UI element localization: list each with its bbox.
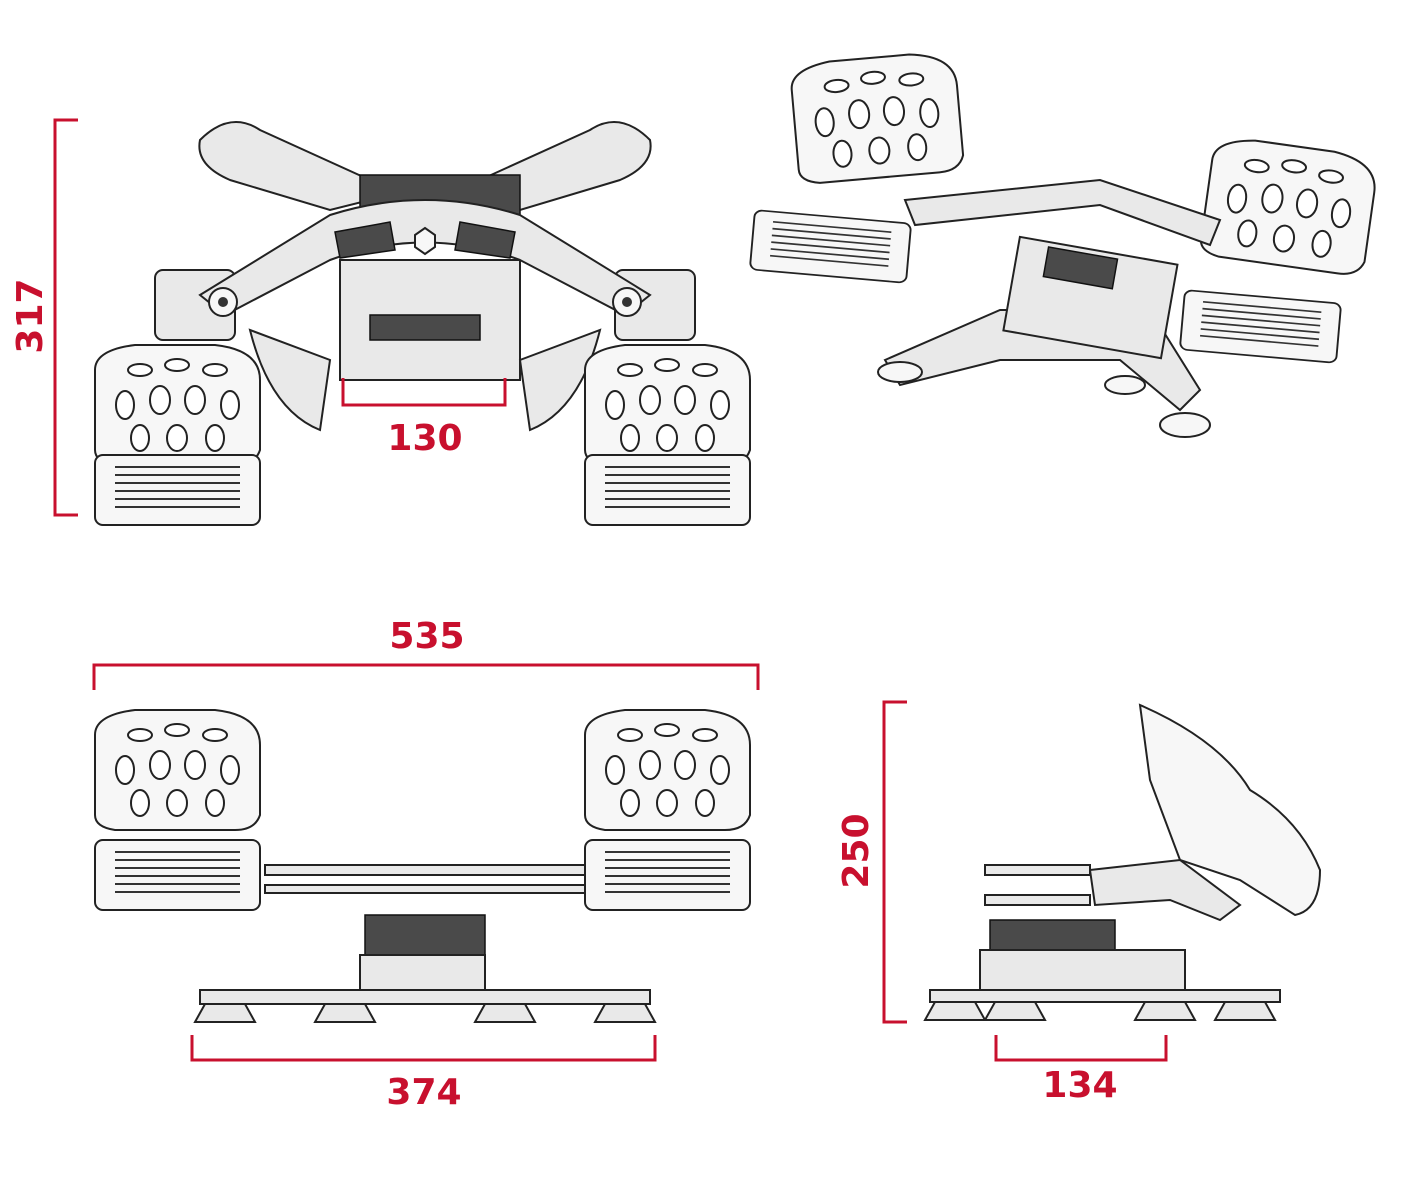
top-view-drawing [94, 121, 751, 526]
isometric-view-drawing [748, 49, 1381, 438]
dimension-label-130: 130 [387, 418, 462, 459]
dimension-line-374 [190, 1035, 657, 1062]
dimension-line-317 [53, 118, 78, 517]
dimension-line-130 [341, 378, 507, 407]
dimension-label-250: 250 [836, 813, 877, 888]
dimension-label-134: 134 [1042, 1065, 1117, 1106]
dimension-label-317: 317 [10, 278, 51, 353]
dimension-line-250 [882, 700, 907, 1024]
dimension-line-535 [92, 663, 760, 690]
dimension-line-134 [994, 1035, 1168, 1062]
front-view-drawing [94, 709, 751, 1023]
dimension-label-535: 535 [389, 616, 464, 657]
dimension-label-374: 374 [386, 1072, 461, 1113]
side-view-drawing [924, 703, 1322, 1021]
